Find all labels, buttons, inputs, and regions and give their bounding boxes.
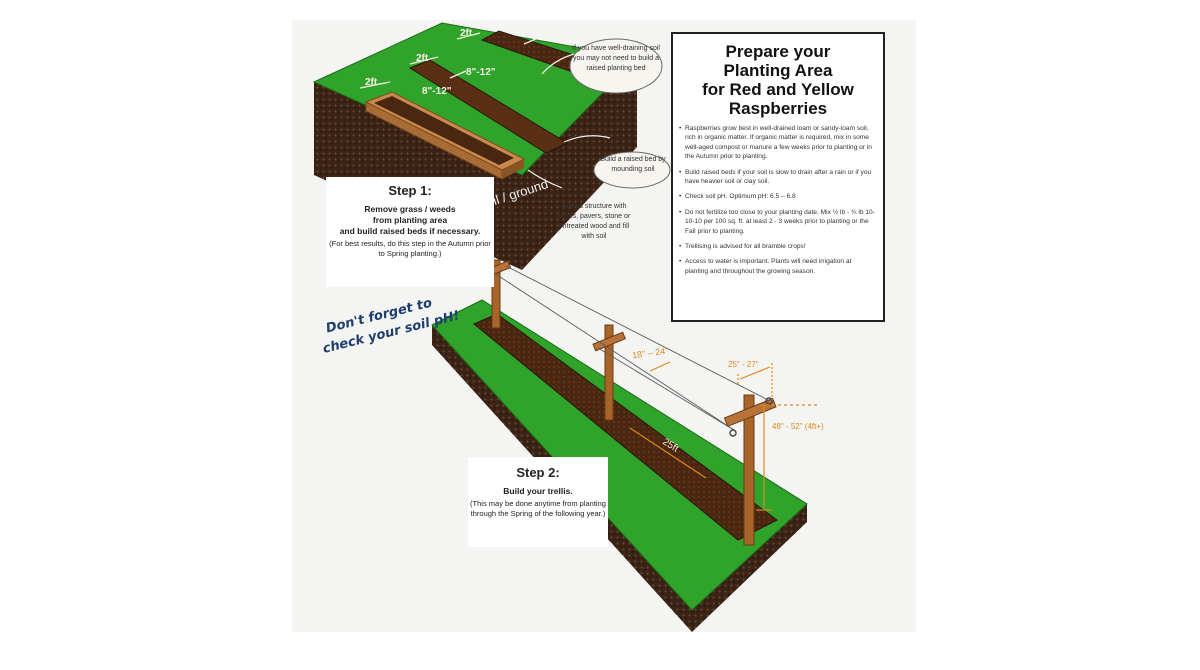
raised-bed-box-end — [502, 159, 524, 179]
step1-note: (For best results, do this step in the A… — [329, 239, 491, 258]
wire-anchor — [729, 429, 737, 437]
callout-structure: Build a structure with bricks, pavers, s… — [557, 203, 631, 240]
step2-note: (This may be done anytime from planting … — [470, 499, 606, 518]
dimension-bed-width: 2ft — [365, 77, 378, 88]
info-bullet: Build raised beds if your soil is slow t… — [679, 168, 875, 187]
callout-bubble-2 — [593, 151, 671, 189]
step1-title: Step 1: — [388, 183, 432, 198]
trellis-ground-side-right — [692, 504, 807, 632]
post-height-label: 48" - 52" (4ft+) — [772, 422, 824, 431]
trellis-post-3 — [743, 394, 755, 546]
callout-leaders — [527, 53, 611, 189]
dimension-mound-width: 2ft — [416, 53, 429, 64]
info-panel: Prepare your Planting Area for Red and Y… — [671, 32, 885, 322]
step1-line: from planting area — [372, 215, 448, 225]
info-title: Prepare your Planting Area for Red and Y… — [673, 42, 883, 118]
step1-line: Remove grass / weeds — [364, 204, 456, 214]
ground-side-right — [522, 58, 637, 270]
raised-bed-soil — [374, 96, 514, 165]
mounded-row — [408, 59, 569, 154]
info-title-line: Planting Area — [723, 61, 833, 80]
info-bullet: Raspberries grow best in well-drained lo… — [679, 124, 875, 162]
dimension-bed-height: 8"-12" — [422, 86, 452, 97]
dimension-mound-height: 8"-12" — [466, 67, 496, 78]
step2-line: Build your trellis. — [503, 486, 573, 496]
info-title-line: for Red and Yellow — [702, 80, 854, 99]
crossarm-width-label: 25" - 27" — [728, 360, 759, 369]
illustration-canvas: 2ft 2ft 2ft 8"-12" 8"-12" soil / ground … — [292, 20, 916, 632]
info-bullet: Check soil pH. Optimum pH: 6.5 – 6.8 — [679, 192, 875, 202]
trellis-post-2 — [604, 324, 614, 421]
trellis-soil-row — [473, 313, 778, 541]
info-title-line: Prepare your — [725, 42, 831, 61]
step2-box: Step 2: Build your trellis. (This may be… — [468, 457, 608, 547]
step1-box: Step 1: Remove grass / weeds from planti… — [326, 177, 494, 287]
step2-title: Step 2: — [516, 465, 560, 480]
info-bullet: Do not fertilize too close to your plant… — [679, 208, 875, 236]
trellis-crossarm-3 — [723, 397, 777, 428]
trellis-dimensions — [629, 361, 817, 511]
step1-line: and build raised beds if necessary. — [339, 226, 481, 236]
callout-mounding: Build a raised bed by mounding soil — [600, 156, 666, 173]
callout-bubble-1 — [569, 38, 663, 94]
trellis-crossarm-2 — [592, 331, 626, 352]
callout-well-draining: If you have well-draining soil you may n… — [572, 45, 660, 72]
wire-anchor — [765, 397, 773, 405]
info-bullet: Access to water is important. Plants wil… — [679, 257, 875, 276]
info-title-line: Raspberries — [728, 99, 828, 118]
dimension-arrows — [359, 32, 539, 89]
info-bullet: Trellising is advised for all bramble cr… — [679, 242, 875, 252]
info-bullets: Raspberries grow best in well-drained lo… — [673, 124, 883, 276]
dimension-row-width: 2ft — [460, 28, 473, 39]
trellis-post-1 — [491, 259, 501, 329]
trellis-wires — [487, 265, 771, 431]
